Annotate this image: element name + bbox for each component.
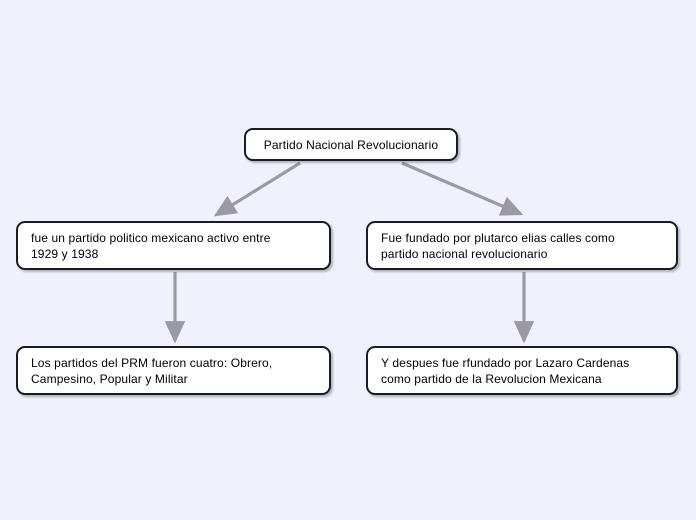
node-left-branch-label: fue un partido politico mexicano activo … [31, 230, 271, 261]
node-left-branch[interactable]: fue un partido politico mexicano activo … [16, 221, 331, 270]
node-root[interactable]: Partido Nacional Revolucionario [244, 128, 458, 161]
node-right-branch-label: Fue fundado por plutarco elias calles co… [381, 230, 615, 261]
edge-root-to-left-branch [213, 161, 301, 217]
node-root-label: Partido Nacional Revolucionario [263, 137, 439, 152]
node-right-leaf[interactable]: Y despues fue rfundado por Lazaro Carden… [366, 346, 678, 395]
node-right-leaf-label: Y despues fue rfundado por Lazaro Carden… [381, 355, 630, 386]
edge-root-to-right-branch [401, 161, 524, 216]
node-left-leaf[interactable]: Los partidos del PRM fueron cuatro: Obre… [16, 346, 331, 395]
node-right-branch[interactable]: Fue fundado por plutarco elias calles co… [366, 221, 678, 270]
node-left-leaf-label: Los partidos del PRM fueron cuatro: Obre… [31, 355, 273, 386]
